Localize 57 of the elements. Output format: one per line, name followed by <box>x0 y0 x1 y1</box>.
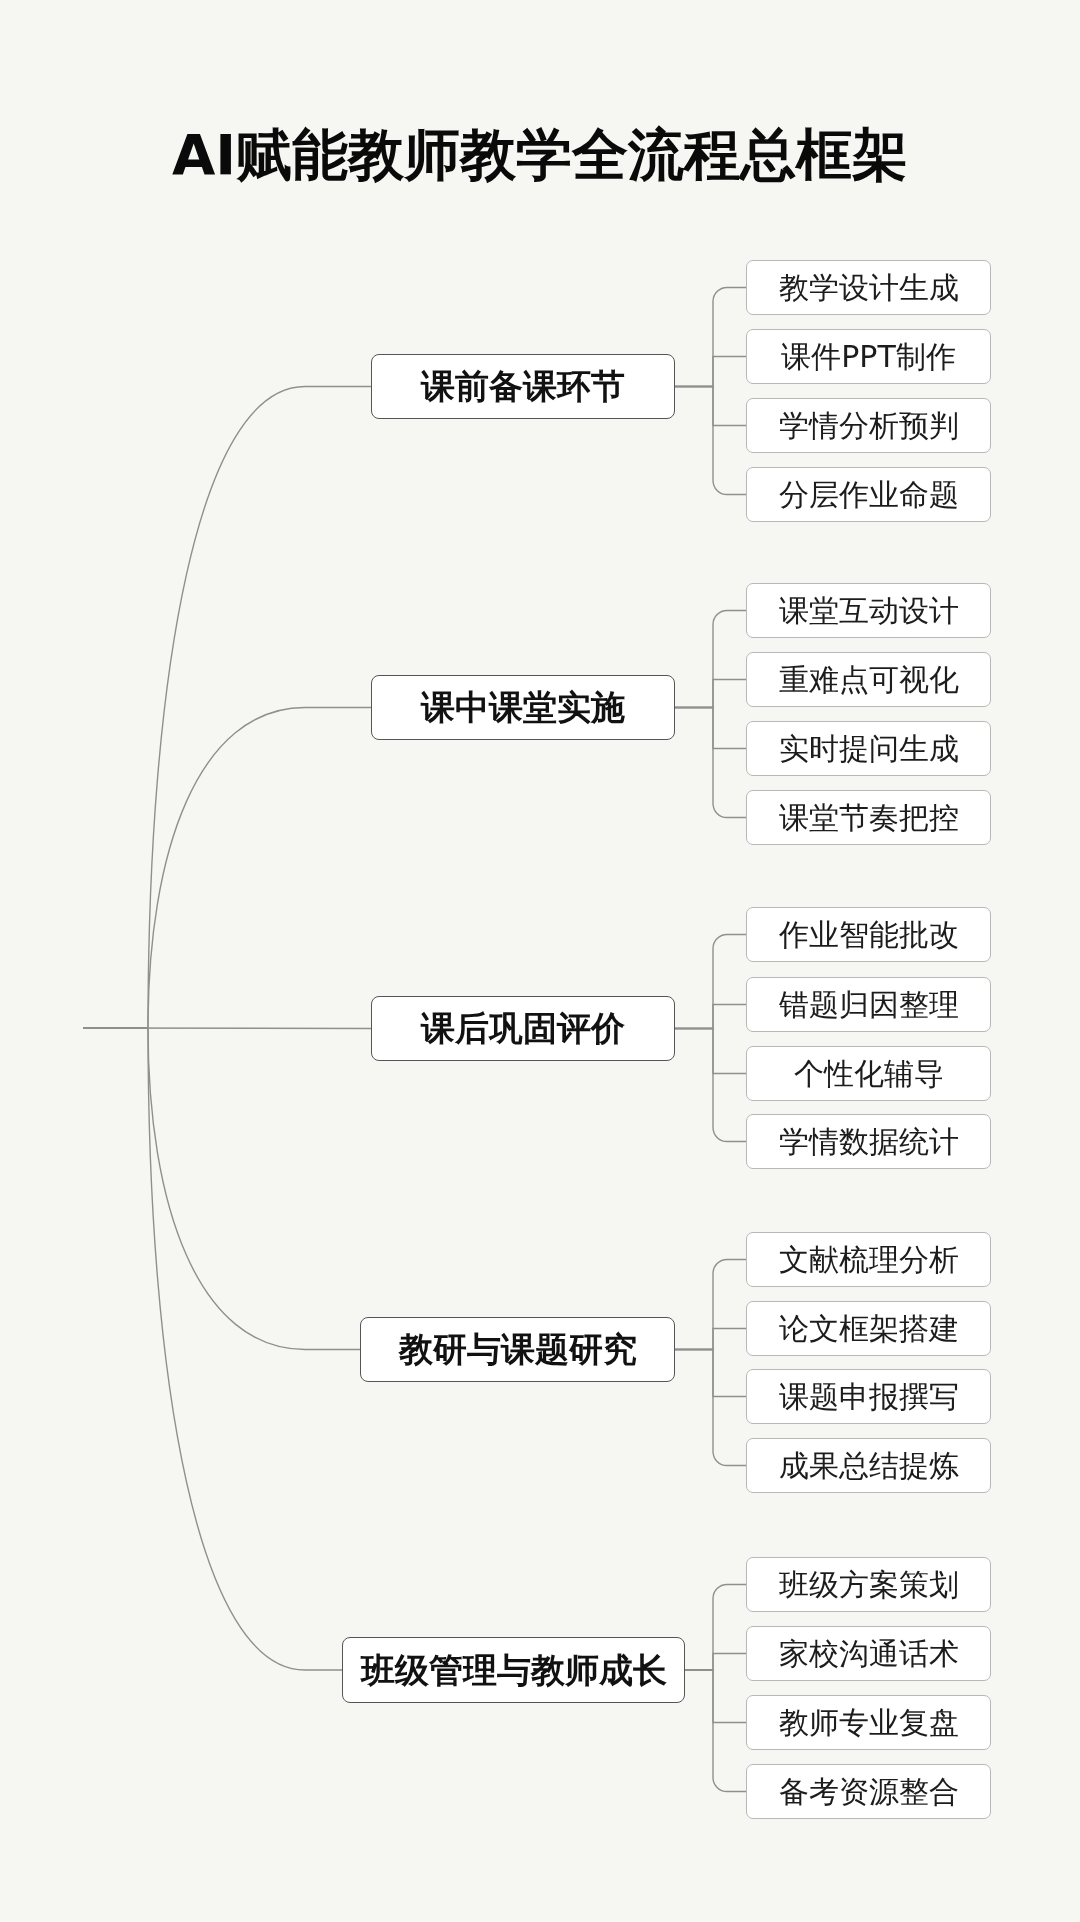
topic-label: 课中课堂实施 <box>421 687 625 728</box>
subtopic-box <box>746 1232 991 1287</box>
subtopic-label: 课堂互动设计 <box>778 592 959 629</box>
connector-line <box>674 706 747 819</box>
subtopic-box <box>746 329 991 384</box>
subtopic-box <box>746 1764 991 1819</box>
subtopic-label: 学情分析预判 <box>778 407 959 444</box>
diagram-title: AI赋能教师教学全流程总框架 <box>171 124 909 186</box>
subtopic-box <box>746 907 991 962</box>
subtopic-label: 成果总结提炼 <box>778 1447 959 1484</box>
subtopic-box <box>746 652 991 707</box>
subtopic-label: 文献梳理分析 <box>778 1241 959 1278</box>
topic-label: 教研与课题研究 <box>398 1329 637 1370</box>
connector-line <box>674 1027 747 1143</box>
subtopic-box <box>746 1301 991 1356</box>
subtopic-label: 家校沟通话术 <box>778 1635 959 1672</box>
subtopic-label: 课题申报撰写 <box>778 1378 959 1415</box>
subtopic-label: 教师专业复盘 <box>778 1704 959 1741</box>
subtopic-box <box>746 1626 991 1681</box>
subtopic-label: 学情数据统计 <box>778 1123 959 1160</box>
topic-box <box>360 1317 675 1382</box>
subtopic-box <box>746 1695 991 1750</box>
subtopic-label: 备考资源整合 <box>778 1773 959 1810</box>
subtopic-box <box>746 1046 991 1101</box>
subtopic-label: 错题归因整理 <box>778 986 959 1023</box>
connector-line <box>674 385 747 496</box>
subtopic-box <box>746 1438 991 1493</box>
subtopic-box <box>746 467 991 522</box>
connector-line <box>684 1669 747 1793</box>
topic-label: 班级管理与教师成长 <box>360 1649 667 1691</box>
subtopic-box <box>746 1369 991 1424</box>
topic-box <box>371 354 675 419</box>
subtopic-label: 个性化辅导 <box>793 1055 944 1092</box>
subtopic-label: 重难点可视化 <box>778 661 959 698</box>
subtopic-label: 分层作业命题 <box>778 476 959 513</box>
topic-box <box>342 1637 685 1703</box>
subtopic-label: 教学设计生成 <box>778 269 959 306</box>
subtopic-box <box>746 260 991 315</box>
subtopic-box <box>746 721 991 776</box>
subtopic-box <box>746 1557 991 1612</box>
branch-line <box>82 1027 343 1671</box>
subtopic-box <box>746 398 991 453</box>
subtopic-box <box>746 977 991 1032</box>
subtopic-label: 课堂节奏把控 <box>778 799 959 836</box>
subtopic-box <box>746 790 991 845</box>
topic-label: 课前备课环节 <box>421 366 625 407</box>
subtopic-label: 课件PPT制作 <box>781 338 956 375</box>
topic-box <box>371 675 675 740</box>
subtopic-box <box>746 1114 991 1169</box>
subtopic-box <box>746 583 991 638</box>
topic-label: 课后巩固评价 <box>421 1008 625 1049</box>
subtopic-label: 论文框架搭建 <box>778 1310 959 1347</box>
subtopic-label: 作业智能批改 <box>778 916 959 953</box>
subtopic-label: 实时提问生成 <box>778 730 959 767</box>
topic-box <box>371 996 675 1061</box>
connector-line <box>674 1348 747 1467</box>
subtopic-label: 班级方案策划 <box>778 1566 959 1603</box>
